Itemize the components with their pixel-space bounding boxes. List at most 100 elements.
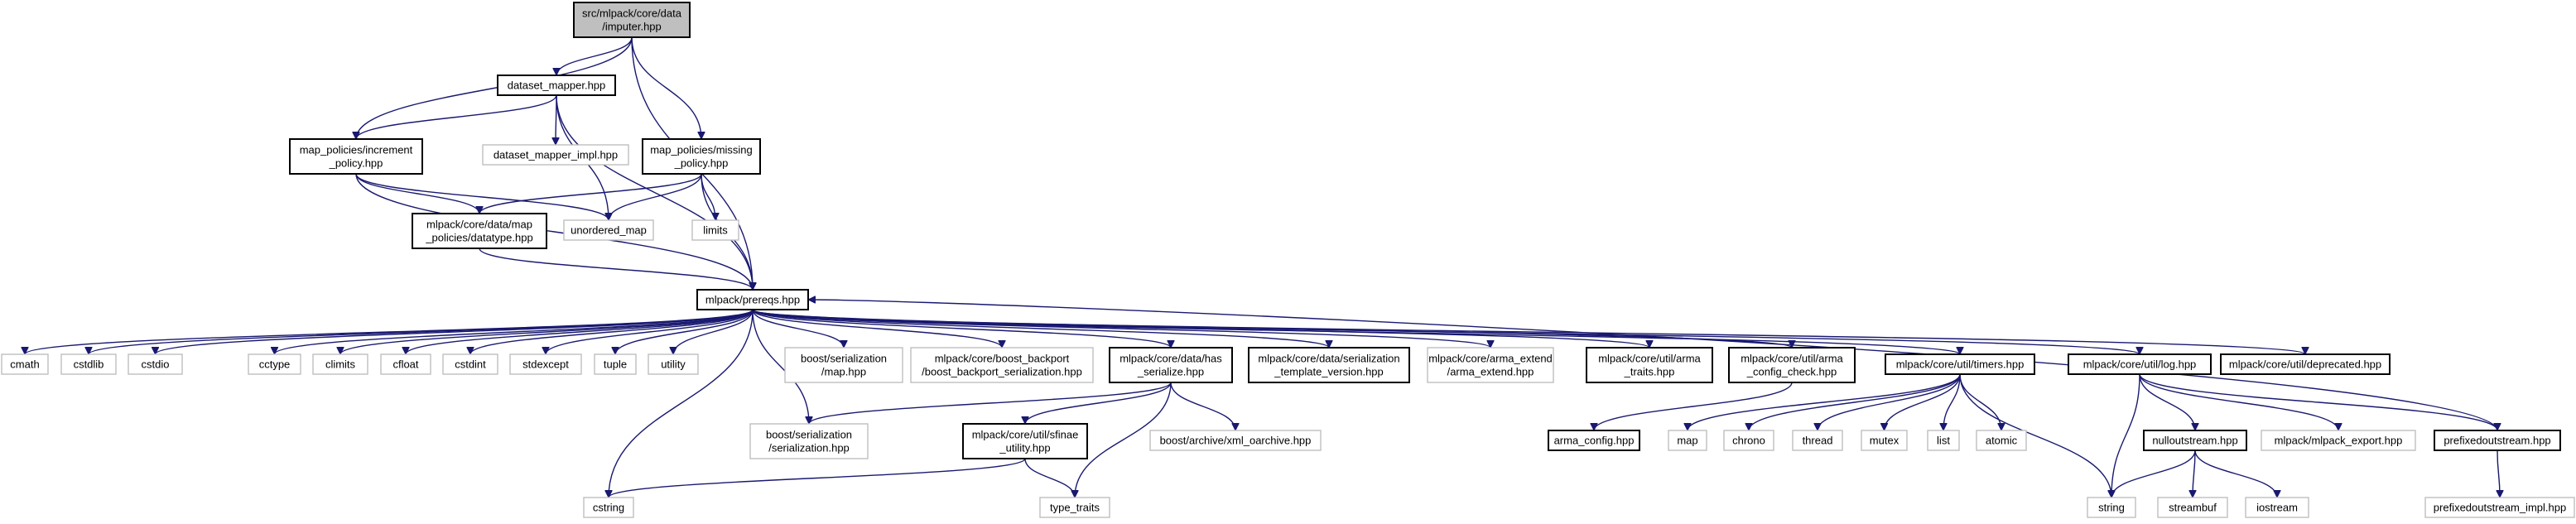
node-box (2220, 353, 2391, 375)
edge-has-serialize-to-xml-oarchive (1170, 382, 1235, 431)
node-mlpack-export: mlpack/mlpack_export.hpp (2261, 430, 2416, 451)
node-label: mlpack/core/util/sfinae (972, 429, 1079, 441)
node-deprecated[interactable]: mlpack/core/util/deprecated.hpp (2220, 353, 2391, 375)
node-cctype: cctype (248, 353, 301, 375)
edge-prereqs-to-serialization-template (752, 309, 1329, 349)
node-box (2434, 430, 2561, 451)
edge-prereqs-to-arma-extend (752, 309, 1490, 349)
node-tuple: tuple (594, 353, 637, 375)
node-box (1109, 347, 1233, 383)
node-arma-traits[interactable]: mlpack/core/util/arma_traits.hpp (1586, 347, 1713, 383)
edge-has-serialize-to-type-traits (1075, 382, 1172, 498)
edge-prefixedoutstream-to-prefixedoutstream-impl (2497, 449, 2500, 498)
node-box (312, 353, 368, 375)
node-box (696, 289, 809, 310)
node-dataset-mapper-impl: dataset_mapper_impl.hpp (482, 144, 629, 166)
node-box (784, 347, 903, 383)
node-label: tuple (604, 358, 627, 371)
node-arma-config-check[interactable]: mlpack/core/util/arma_config_check.hpp (1728, 347, 1856, 383)
edge-sfinae-to-cstring (609, 458, 1026, 498)
node-xml-oarchive: boost/archive/xml_oarchive.hpp (1149, 430, 1322, 451)
edge-prereqs-to-timers (752, 309, 1960, 355)
node-thread: thread (1792, 430, 1843, 451)
node-box (1427, 347, 1554, 383)
node-timers[interactable]: mlpack/core/util/timers.hpp (1885, 353, 2035, 375)
node-label: iostream (2256, 502, 2298, 514)
node-label: unordered_map (571, 224, 647, 237)
edge-nulloutstream-to-iostream (2194, 449, 2277, 498)
node-label: mlpack/core/data/has (1119, 353, 1222, 365)
node-label: mlpack/core/boost_backport (935, 353, 1070, 365)
node-unordered-map: unordered_map (563, 219, 654, 241)
edge-prereqs-to-cstdio (156, 309, 754, 355)
node-log[interactable]: mlpack/core/util/log.hpp (2068, 353, 2212, 375)
node-cstring: cstring (583, 497, 634, 518)
node-prereqs[interactable]: mlpack/prereqs.hpp (696, 289, 809, 310)
node-arma-config[interactable]: arma_config.hpp (1548, 430, 1640, 451)
node-has-serialize[interactable]: mlpack/core/data/has_serialize.hpp (1109, 347, 1233, 383)
edge-timers-to-string (1959, 373, 2111, 498)
node-missing-policy[interactable]: map_policies/missing_policy.hpp (642, 138, 761, 175)
node-box (380, 353, 431, 375)
node-label: _template_version.hpp (1274, 366, 1384, 378)
edge-log-to-prefixedoutstream (2139, 373, 2497, 431)
node-imputer[interactable]: src/mlpack/core/data/imputer.hpp (573, 2, 691, 38)
edge-prereqs-to-cmath (25, 309, 754, 355)
edge-log-to-string (2111, 373, 2140, 498)
node-label: chrono (1732, 435, 1765, 447)
node-sfinae[interactable]: mlpack/core/util/sfinae_utility.hpp (962, 423, 1088, 459)
node-label: mlpack/mlpack_export.hpp (2275, 435, 2403, 447)
node-box (648, 353, 699, 375)
node-dataset-mapper[interactable]: dataset_mapper.hpp (497, 75, 616, 96)
node-label: mlpack/core/util/timers.hpp (1896, 358, 2025, 371)
node-cstdio: cstdio (128, 353, 183, 375)
node-label: /map.hpp (821, 366, 866, 378)
node-label: mlpack/core/data/serialization (1258, 353, 1399, 365)
node-box (2424, 497, 2575, 518)
node-box (442, 353, 498, 375)
node-label: boost/serialization (766, 429, 852, 441)
node-box (2245, 497, 2309, 518)
node-atomic: atomic (1976, 430, 2027, 451)
node-box (563, 219, 654, 241)
edge-prereqs-to-cctype (275, 309, 754, 355)
node-box (1548, 430, 1640, 451)
node-arma-extend: mlpack/core/arma_extend/arma_extend.hpp (1427, 347, 1554, 383)
edge-dataset-mapper-to-prereqs (556, 94, 753, 290)
node-box (1885, 353, 2035, 375)
edge-missing-policy-to-unordered-map (609, 173, 702, 221)
node-box (1, 353, 49, 375)
node-cfloat: cfloat (380, 353, 431, 375)
node-datatype[interactable]: mlpack/core/data/map_policies/datatype.h… (412, 213, 547, 249)
edge-prereqs-to-boost-map (752, 309, 844, 349)
node-box (691, 219, 739, 241)
edge-prereqs-to-has-serialize (752, 309, 1171, 349)
node-box (749, 423, 869, 459)
node-nulloutstream[interactable]: nulloutstream.hpp (2143, 430, 2247, 451)
node-box (642, 138, 761, 175)
node-serialization-template[interactable]: mlpack/core/data/serialization_template_… (1248, 347, 1410, 383)
node-label: dataset_mapper_impl.hpp (494, 149, 618, 161)
node-box (2261, 430, 2416, 451)
node-utility: utility (648, 353, 699, 375)
node-label: thread (1803, 435, 1833, 447)
edge-dataset-mapper-to-increment-policy (356, 94, 557, 140)
node-box (1976, 430, 2027, 451)
edge-timers-to-chrono (1749, 373, 1961, 431)
node-box (1039, 497, 1110, 518)
node-increment-policy[interactable]: map_policies/increment_policy.hpp (289, 138, 423, 175)
edge-has-serialize-to-boost-serialization (809, 382, 1172, 425)
edge-prefixedoutstream-to-prereqs (808, 300, 2498, 431)
node-prefixedoutstream[interactable]: prefixedoutstream.hpp (2434, 430, 2561, 451)
node-limits: limits (691, 219, 739, 241)
node-cstdlib: cstdlib (60, 353, 117, 375)
edge-imputer-to-increment-policy (356, 36, 633, 139)
node-label: dataset_mapper.hpp (508, 79, 606, 92)
node-label: nulloutstream.hpp (2152, 435, 2237, 447)
node-label: map (1677, 435, 1697, 447)
edge-datatype-to-prereqs (479, 248, 753, 291)
node-label: type_traits (1050, 502, 1100, 514)
edge-imputer-to-missing-policy (631, 36, 701, 139)
node-box (1248, 347, 1410, 383)
node-label: _policy.hpp (674, 157, 729, 170)
